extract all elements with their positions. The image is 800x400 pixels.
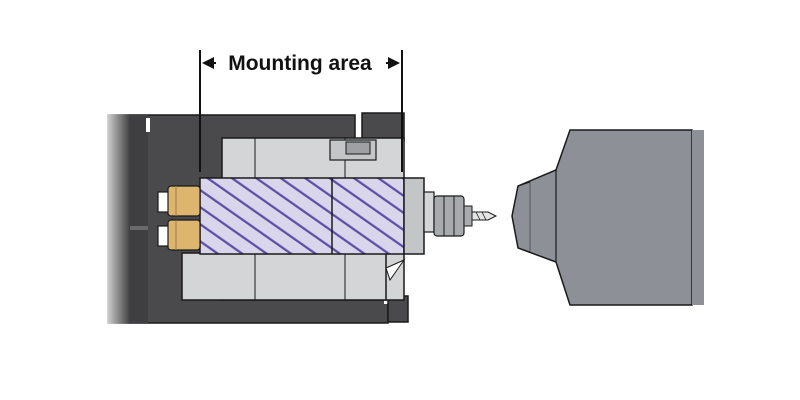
mounting-region [199, 177, 405, 255]
dimension-arrow-left [202, 57, 214, 69]
housing-slot [130, 226, 148, 230]
collet-nut [433, 195, 465, 237]
spindle-nose [403, 177, 498, 255]
fitting-lower [167, 219, 201, 251]
air-fittings [157, 185, 201, 251]
dimension-arrow-right [388, 57, 400, 69]
fitting-upper [167, 185, 201, 217]
housing-slot [146, 118, 150, 132]
mounting-area-label: Mounting area [228, 52, 372, 75]
left-fade [100, 100, 130, 330]
machine-head [511, 129, 704, 306]
mounting-dimension: Mounting area [199, 50, 403, 172]
